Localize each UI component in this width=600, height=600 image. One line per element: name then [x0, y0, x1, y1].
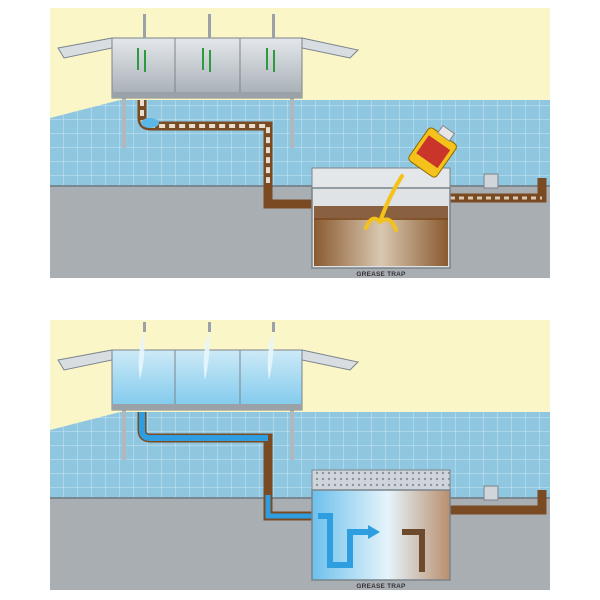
sink-drain-pipe	[137, 100, 273, 183]
enzyme-stream	[364, 174, 404, 232]
water-spray-icon	[138, 322, 275, 380]
panel-before-treatment: GREASE TRAP	[50, 8, 550, 278]
faucet-icon	[137, 14, 275, 72]
cleanout-cap	[483, 173, 499, 189]
trap-label: GREASE TRAP	[356, 583, 406, 590]
outlet-pipe	[450, 490, 547, 515]
before-treatment-illustration: GREASE TRAP	[50, 8, 550, 278]
water-trap-bend	[141, 118, 159, 128]
after-treatment-illustration: GREASE TRAP	[50, 320, 550, 590]
inlet-pipe	[263, 183, 312, 209]
clean-water-flow	[318, 513, 370, 568]
grease-trap	[311, 469, 451, 581]
trap-label: GREASE TRAP	[356, 271, 406, 278]
sink-legs	[122, 98, 294, 148]
cleanout-cap	[483, 485, 499, 501]
sink-drain-pipe	[137, 412, 273, 495]
panel-after-treatment: GREASE TRAP	[50, 320, 550, 590]
trap-grate-lid	[311, 469, 451, 491]
grease-buildup	[314, 218, 448, 266]
outlet-baffle	[402, 529, 425, 572]
sink-legs	[122, 410, 294, 460]
flow-arrow-icon	[368, 525, 380, 539]
enzyme-bottle-icon	[364, 124, 457, 232]
three-compartment-sink	[57, 37, 360, 99]
grease-trap	[311, 167, 451, 269]
